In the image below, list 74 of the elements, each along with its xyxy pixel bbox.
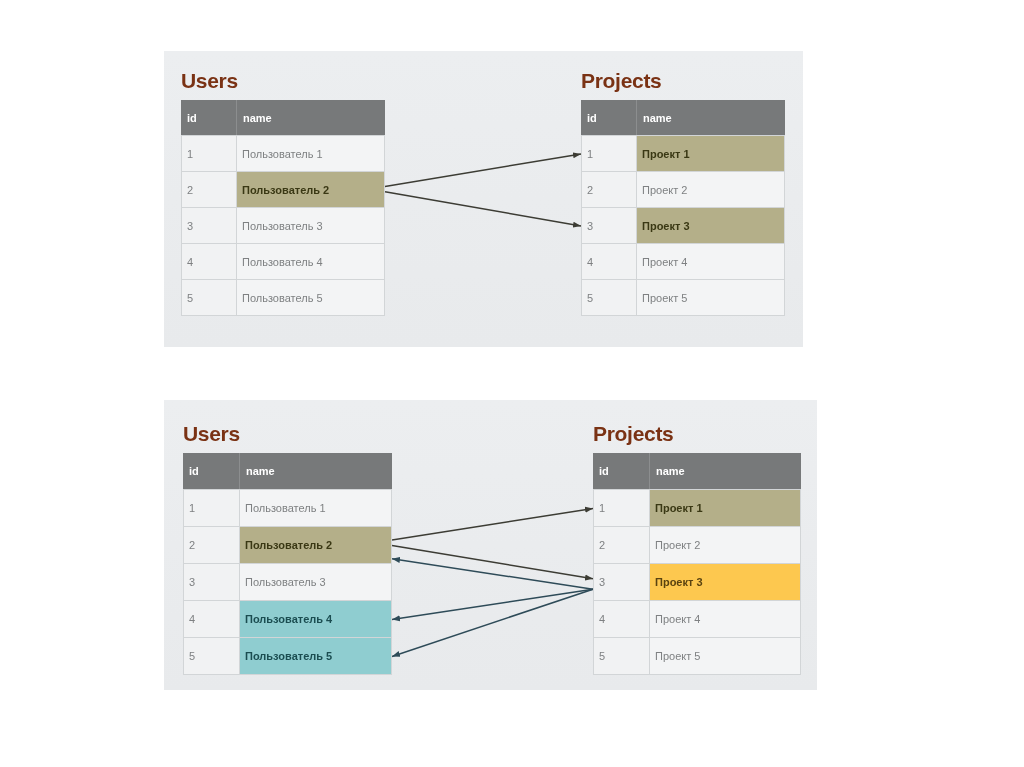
table-cell: 1	[184, 490, 240, 526]
table-cell: 3	[582, 208, 637, 243]
table-row	[181, 244, 385, 280]
table-title: Projects	[581, 68, 662, 94]
table-row	[593, 638, 801, 675]
table-row	[581, 280, 785, 316]
table-cell: 5	[594, 638, 650, 674]
table-header-row	[183, 453, 392, 490]
table-cell: Проект 4	[637, 244, 784, 279]
highlighted-table-row	[183, 527, 392, 564]
highlighted-cell: Проект 3	[650, 564, 800, 600]
table-row	[581, 244, 785, 280]
table-cell: Проект 2	[637, 172, 784, 207]
highlighted-table-row	[593, 490, 801, 527]
highlighted-cell: Проект 3	[637, 208, 784, 243]
table-cell: 1	[582, 136, 637, 171]
highlighted-cell: Проект 1	[650, 490, 800, 526]
table-cell: 4	[582, 244, 637, 279]
highlighted-cell: Пользователь 4	[240, 601, 391, 637]
table-cell: 3	[182, 208, 237, 243]
highlighted-table-row	[581, 136, 785, 172]
table-cell: Проект 5	[637, 280, 784, 315]
table-cell: Проект 5	[650, 638, 800, 674]
table-cell: Пользователь 3	[237, 208, 384, 243]
arrow	[391, 506, 594, 541]
table-cell: 5	[184, 638, 240, 674]
table-header-row	[581, 100, 785, 136]
table-cell: Пользователь 1	[240, 490, 391, 526]
highlighted-table-row	[581, 208, 785, 244]
highlighted-cell: Пользователь 2	[237, 172, 384, 207]
table-row	[181, 280, 385, 316]
highlighted-table-row	[181, 172, 385, 208]
table-cell: Пользователь 1	[237, 136, 384, 171]
table-row	[181, 208, 385, 244]
arrow	[384, 152, 582, 188]
table-cell: 2	[594, 527, 650, 563]
table-cell: Пользователь 5	[237, 280, 384, 315]
table-title: Users	[183, 421, 240, 447]
table-title: Users	[181, 68, 238, 94]
highlighted-cell: Пользователь 2	[240, 527, 391, 563]
table-cell: 1	[182, 136, 237, 171]
table-cell: 5	[182, 280, 237, 315]
arrow	[391, 544, 594, 581]
arrow	[384, 191, 582, 228]
table-cell: 1	[594, 490, 650, 526]
table-row	[581, 172, 785, 208]
table-header-row	[593, 453, 801, 490]
table-row	[181, 136, 385, 172]
table-cell: 2	[182, 172, 237, 207]
table-cell: Пользователь 3	[240, 564, 391, 600]
table-row	[593, 527, 801, 564]
table-cell: Проект 2	[650, 527, 800, 563]
table-cell: 2	[582, 172, 637, 207]
table-row	[593, 601, 801, 638]
highlighted-table-row	[593, 564, 801, 601]
arrow	[391, 588, 594, 658]
arrow	[391, 557, 594, 590]
highlighted-table-row	[183, 638, 392, 675]
table-row	[183, 490, 392, 527]
table-cell: 3	[184, 564, 240, 600]
table-row	[183, 564, 392, 601]
table-header-row	[181, 100, 385, 136]
highlighted-cell: Пользователь 5	[240, 638, 391, 674]
table-cell: Пользователь 4	[237, 244, 384, 279]
table-cell: 2	[184, 527, 240, 563]
highlighted-cell: Проект 1	[637, 136, 784, 171]
table-cell: Проект 4	[650, 601, 800, 637]
table-cell: 4	[182, 244, 237, 279]
table-cell: 5	[582, 280, 637, 315]
table-title: Projects	[593, 421, 674, 447]
table-cell: 4	[594, 601, 650, 637]
table-cell: 3	[594, 564, 650, 600]
table-cell: 4	[184, 601, 240, 637]
highlighted-table-row	[183, 601, 392, 638]
